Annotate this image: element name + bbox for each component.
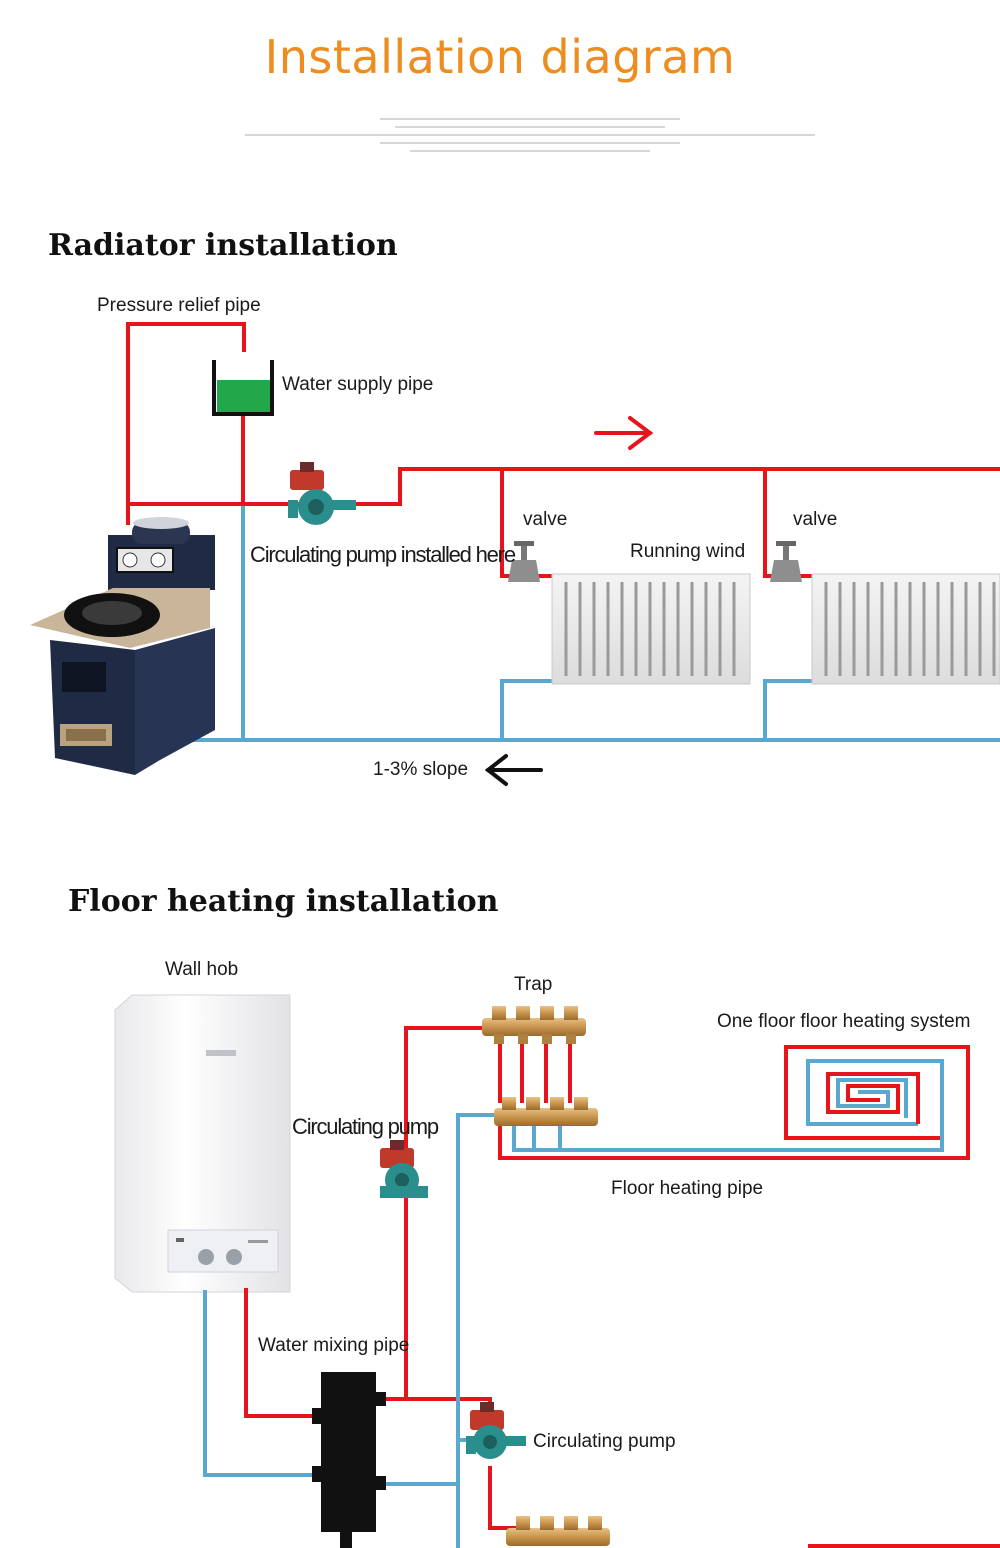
radiator-return-pipes [150, 420, 1000, 742]
radiator-circulating-pump [288, 462, 356, 525]
one-floor-heating-system-label: One floor floor heating system [717, 1011, 971, 1032]
fine-print-decoration [240, 118, 820, 158]
floor-return-pipes [386, 1059, 944, 1548]
trap-manifold-top [482, 1006, 586, 1044]
pressure-relief-pipe-label: Pressure relief pipe [97, 295, 261, 316]
floor-circulating-pump-1 [380, 1140, 428, 1198]
trap-manifold-bottom [494, 1097, 598, 1126]
wall-hob-label: Wall hob [165, 959, 239, 980]
trap-manifold-lower [506, 1516, 610, 1546]
valve-1-label: valve [523, 509, 568, 530]
boiler-return-pipe [203, 1290, 320, 1477]
radiator-supply-pipes [126, 322, 1000, 578]
wall-hob-boiler [114, 994, 291, 1293]
slope-arrow [484, 754, 543, 786]
trap-label: Trap [514, 974, 553, 995]
radiator-2 [811, 573, 1000, 685]
water-mixing-pipe [312, 1372, 386, 1548]
floor-section-title: Floor heating installation [68, 884, 499, 919]
valve-2-label: valve [793, 509, 838, 530]
slope-label: 1-3% slope [373, 759, 469, 780]
water-supply-tank [212, 360, 274, 416]
floor-heating-pipe-label: Floor heating pipe [611, 1178, 764, 1199]
running-wind-label: Running wind [630, 541, 746, 562]
water-supply-pipe-label: Water supply pipe [282, 374, 434, 395]
radiator-1 [551, 573, 751, 685]
circulating-pump-2-label: Circulating pump [533, 1431, 676, 1452]
floor-circulating-pump-2 [466, 1402, 526, 1459]
valve-2 [770, 541, 802, 582]
water-mixing-pipe-label: Water mixing pipe [258, 1335, 410, 1356]
circulating-pump-1-label: Circulating pump [292, 1114, 439, 1139]
circulating-pump-installed-here-label: Circulating pump installed here [250, 542, 516, 567]
floor-supply-pipes [386, 1026, 1000, 1548]
page-title: Installation diagram [264, 30, 736, 84]
valve-1 [508, 541, 540, 582]
flow-direction-arrow [594, 416, 654, 450]
coal-stove-boiler [30, 517, 215, 775]
boiler-supply-pipe [244, 1288, 320, 1418]
floor-heating-spiral [826, 1072, 920, 1124]
radiator-section-title: Radiator installation [48, 228, 398, 263]
